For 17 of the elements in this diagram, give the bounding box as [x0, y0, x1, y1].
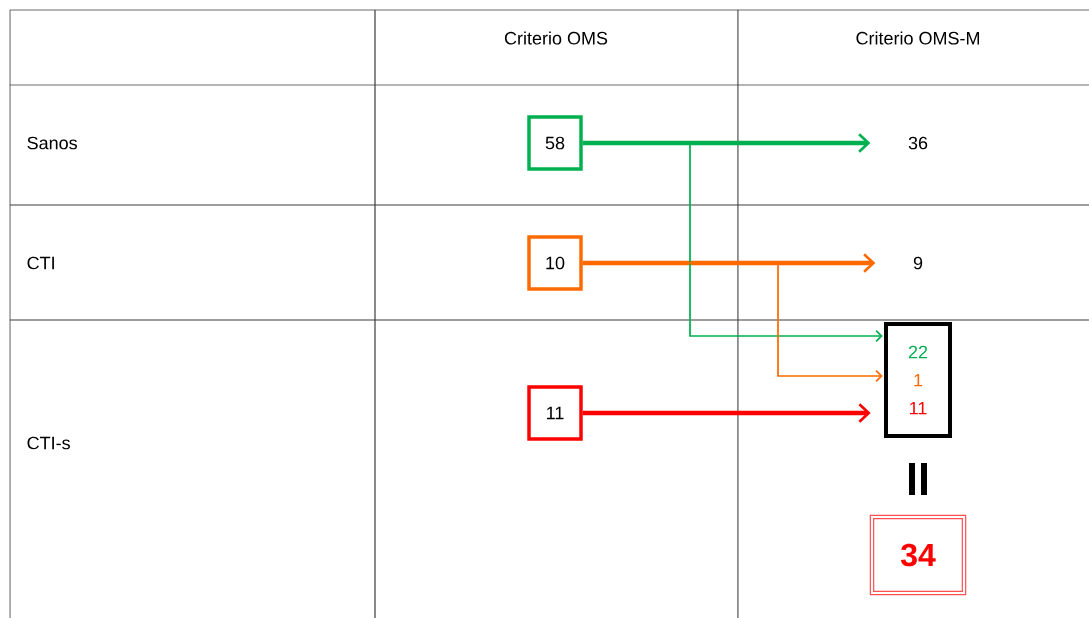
number-box: 11 — [527, 385, 583, 441]
number-text: 36 — [908, 136, 928, 150]
total-box: 34 — [869, 514, 967, 596]
row-label: CTI — [27, 256, 54, 270]
row-label: CTI-s — [27, 436, 70, 450]
sum-box: 22 1 11 — [884, 322, 952, 438]
column-header: Criterio OMS — [504, 31, 608, 45]
arrow — [582, 133, 871, 153]
number-box: 58 — [527, 115, 583, 171]
column-header: Criterio OMS-M — [856, 31, 979, 45]
arrow — [582, 403, 871, 423]
arrow — [582, 253, 876, 273]
number-box: 10 — [527, 235, 583, 291]
number-text: 9 — [913, 256, 923, 270]
arrow — [581, 142, 883, 343]
row-label: Sanos — [27, 136, 77, 150]
arrow — [581, 262, 883, 383]
